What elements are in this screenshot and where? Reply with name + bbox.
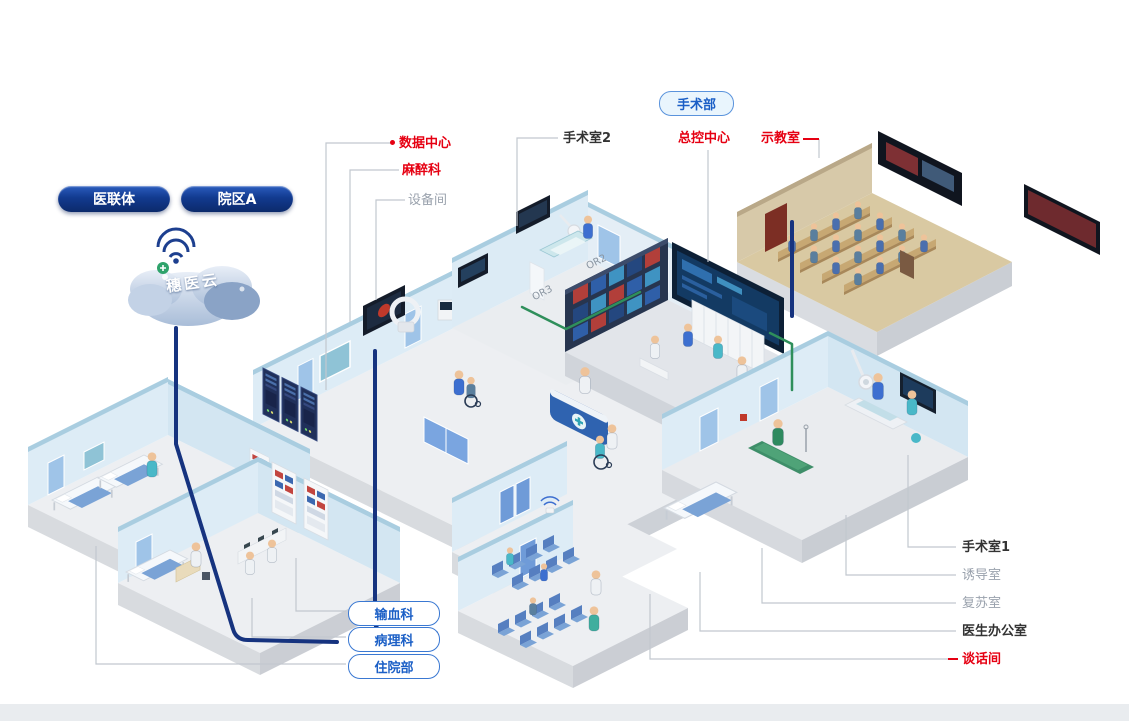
callout-or1: 手术室1	[962, 540, 1011, 555]
control-big-screen	[672, 242, 784, 355]
lectern	[900, 250, 914, 279]
callout-doctor-office: 医生办公室	[962, 624, 1028, 639]
callout-data-center: 数据中心	[390, 136, 451, 151]
inpatient-pill[interactable]: 住院部	[348, 654, 440, 679]
wifi-icon	[173, 258, 179, 264]
control-lockers	[691, 299, 765, 375]
teaching-screen-right	[1024, 184, 1100, 255]
red-line-markers	[803, 138, 958, 660]
department-badge[interactable]: 手术部	[659, 91, 735, 116]
waiting-area	[452, 441, 688, 688]
inpatient-wards	[28, 377, 400, 675]
alert-dot-icon	[390, 140, 395, 145]
monitor-wall	[573, 246, 660, 342]
teaching-room	[737, 131, 1100, 356]
teaching-screen-left	[878, 131, 962, 206]
campus-a-pill-button[interactable]: 院区A	[181, 186, 293, 212]
callout-teaching-room: 示教室	[761, 131, 801, 146]
reception-desk	[550, 366, 608, 445]
or1-wing	[662, 331, 968, 563]
stool	[911, 433, 921, 443]
heart-monitor-screen	[363, 284, 405, 336]
pathology-pill[interactable]: 病理科	[348, 627, 440, 652]
elevator-doors	[423, 416, 469, 465]
leader-lines	[95, 137, 956, 665]
cloud-icon	[128, 227, 260, 326]
callout-anesthesiology: 麻醉科	[402, 163, 442, 178]
footer-bar	[0, 704, 1129, 721]
blood-transfusion-pill[interactable]: 输血科	[348, 601, 440, 626]
consortium-pill-button[interactable]: 医联体	[58, 186, 170, 212]
wheelchair-patient-2	[593, 424, 618, 470]
wall-cross-sign	[740, 414, 747, 421]
callout-talk-room: 谈话间	[962, 652, 1002, 667]
teaching-room-door	[765, 203, 787, 252]
callout-equipment-room: 设备间	[408, 193, 448, 208]
wheelchair-patient-1	[453, 370, 482, 408]
wifi-ap-icon	[540, 496, 560, 514]
callout-or2-suite: 手术室2	[563, 131, 612, 146]
callout-induction-room: 诱导室	[962, 568, 1002, 583]
callout-recovery-room: 复苏室	[962, 596, 1002, 611]
callout-control-center: 总控中心	[678, 131, 731, 146]
